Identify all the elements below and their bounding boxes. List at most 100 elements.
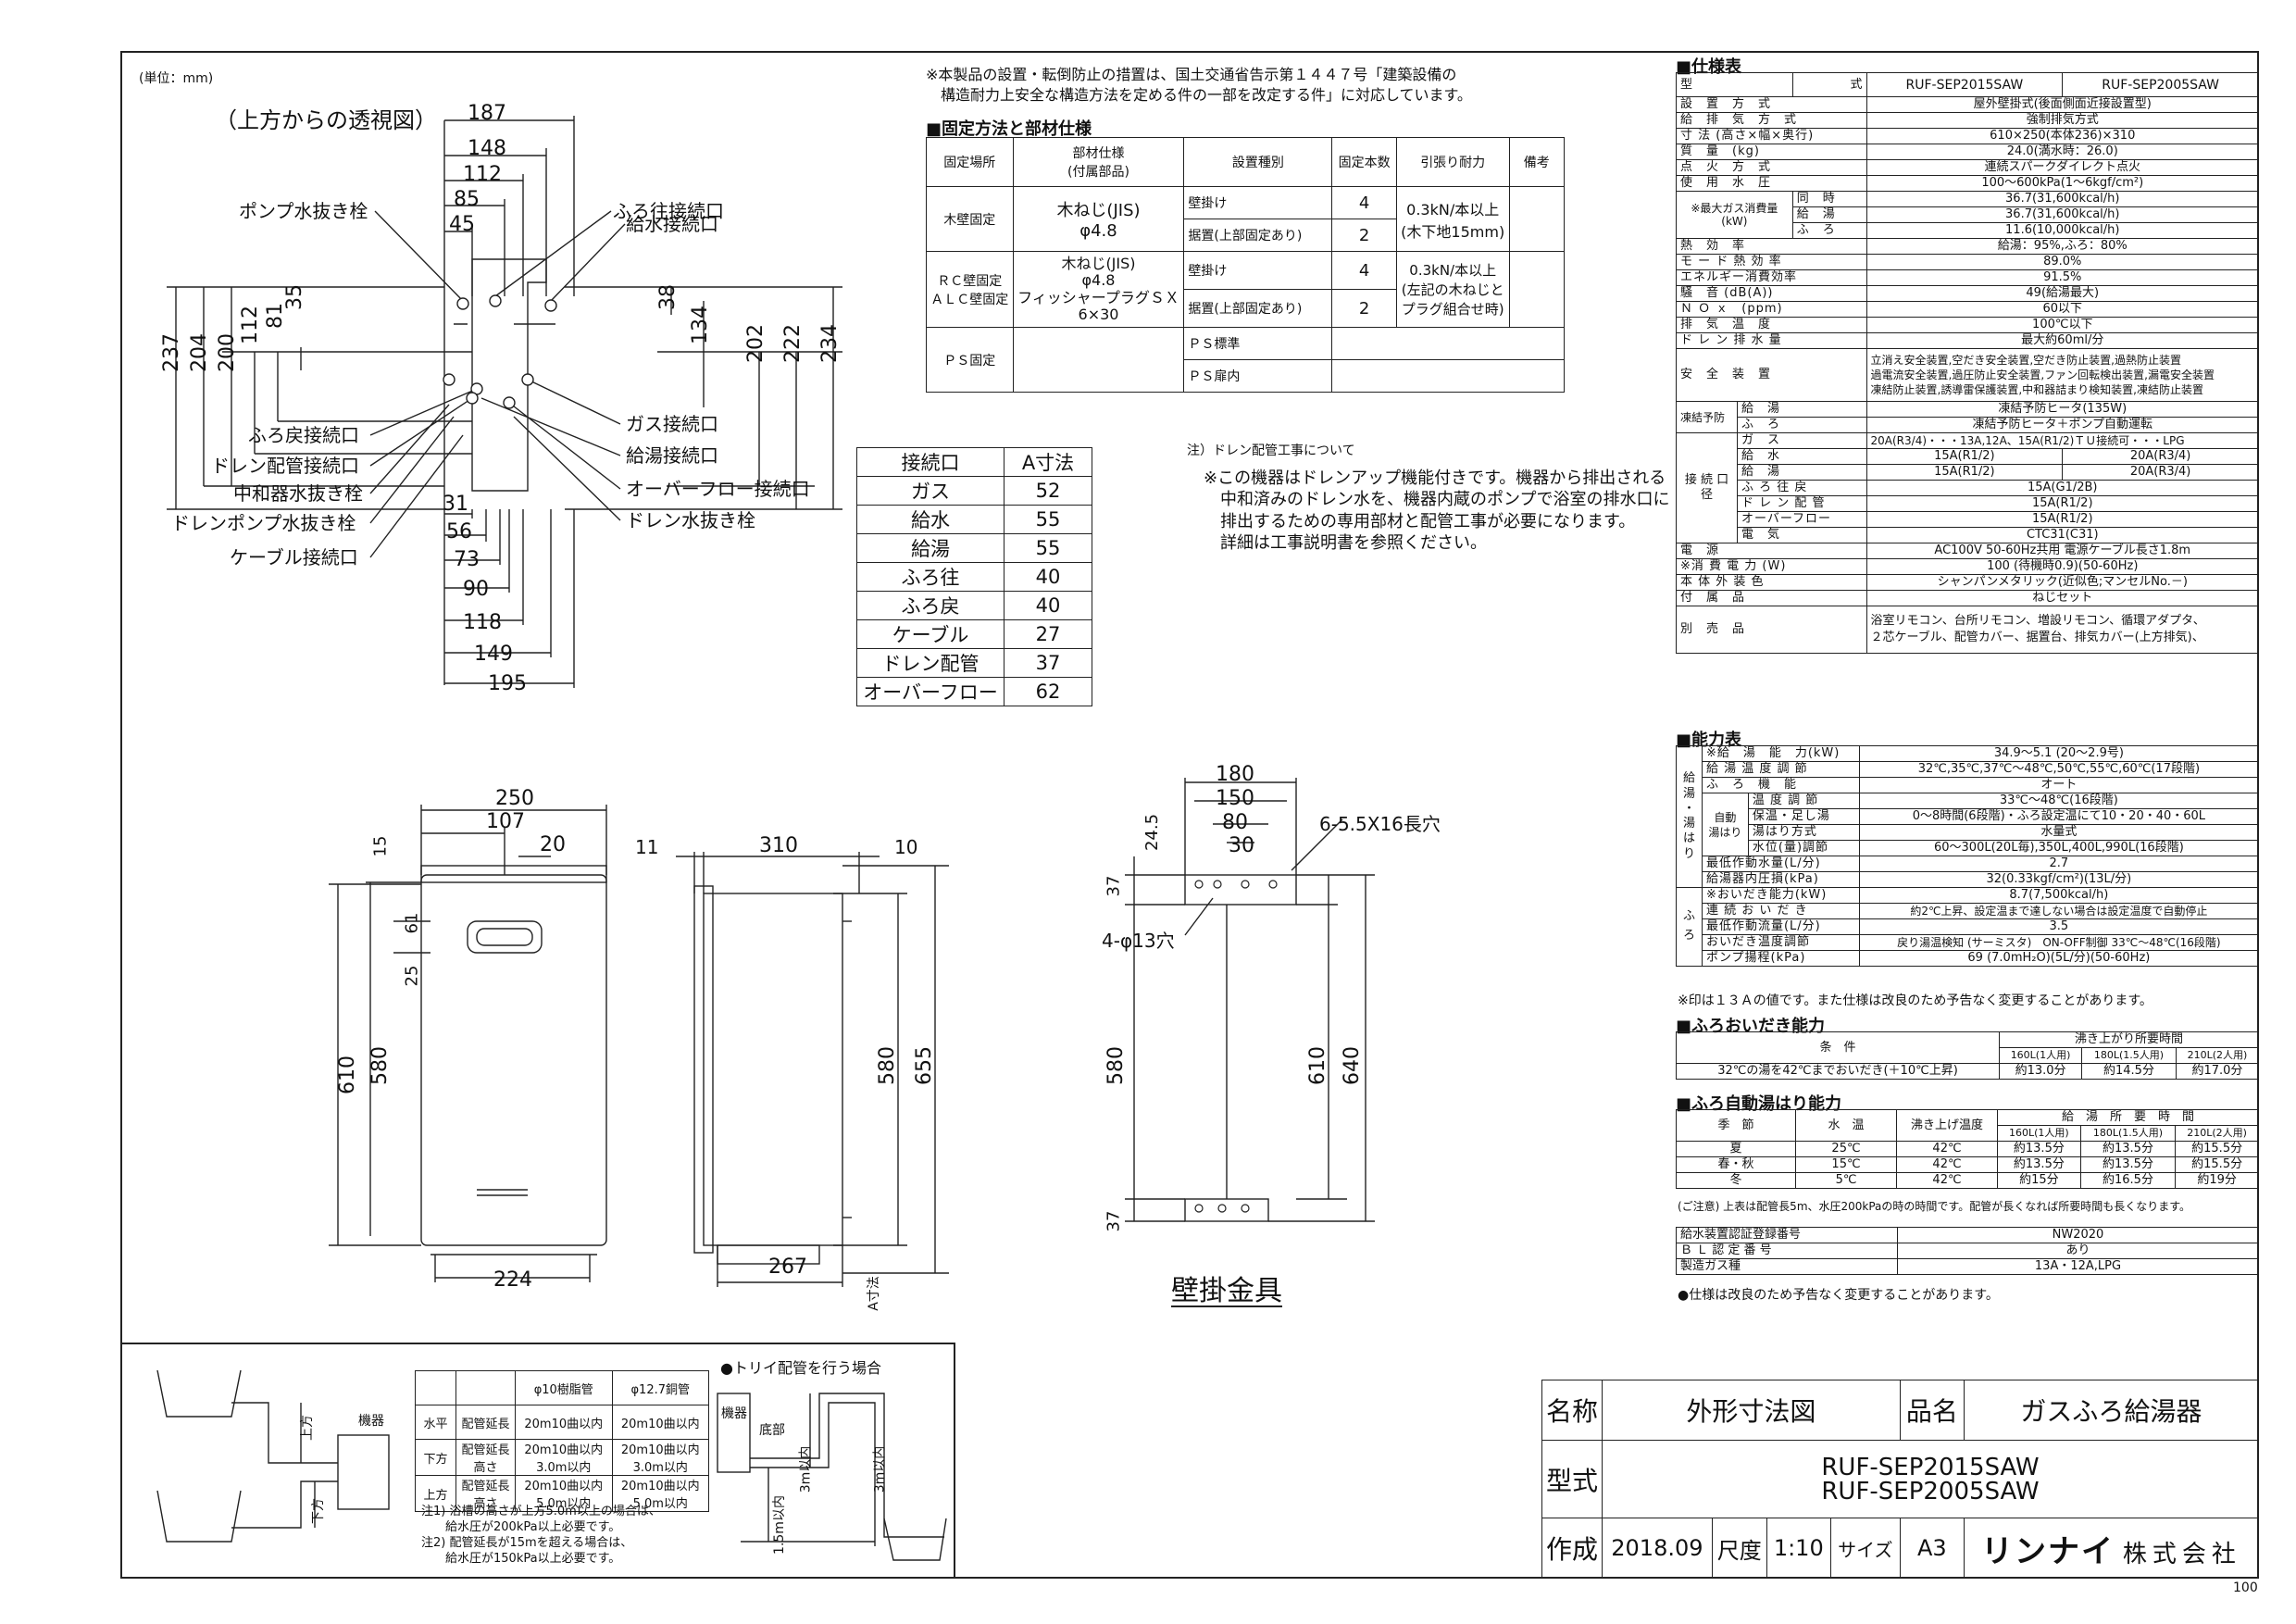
autofill-cell: 42℃ (1896, 1156, 1998, 1173)
a-h-port: 接続口 (856, 447, 1004, 477)
autofill-cell: 25℃ (1795, 1141, 1897, 1157)
fix-ps-blank2 (1331, 359, 1565, 393)
spec-label: モ ー ド 熱 効 率 (1676, 254, 1867, 270)
ability-value: 3.5 (1858, 918, 2260, 935)
dim-side-a: A寸法 (866, 1276, 881, 1311)
dim-left-204: 204 (188, 333, 211, 372)
autofill-cell: 約19分 (2175, 1172, 2259, 1189)
spec-value: 36.7(31,600kcal/h) (1866, 206, 2260, 223)
spec-label: ド レ ン 排 水 量 (1676, 332, 1867, 349)
spec-label: 質 量 (kg) (1676, 144, 1867, 160)
reheat-sub: 160L(1人用) (1998, 1047, 2083, 1064)
spec-label: 設 置 方 式 (1676, 96, 1867, 113)
dim-bracket-37-bottom: 37 (1104, 1210, 1124, 1232)
a-port: ふろ戻 (856, 591, 1004, 620)
label-drain-plug: ドレン水抜き栓 (626, 509, 755, 531)
title-model-label: 型式 (1541, 1440, 1603, 1518)
cert-value: あり (1897, 1243, 2259, 1259)
a-value: 40 (1004, 591, 1092, 620)
bp-h1 (455, 1370, 516, 1405)
dim-top-45: 45 (449, 213, 475, 236)
bp-cell: 20m10曲以内 5.0m以内 (515, 1475, 613, 1512)
drain-note-body: ※この機器はドレンアップ機能付きです。機器から排出される 中和済みのドレン水を、… (1204, 468, 1670, 554)
a-port: オーバーフロー (856, 677, 1004, 706)
label-hot-water: 給湯接続口 (626, 444, 718, 467)
bp-cell: 水平 (415, 1405, 456, 1440)
title-scale: 1:10 (1766, 1518, 1831, 1579)
autofill-cell: 約13.5分 (1997, 1141, 2081, 1157)
fix-rc-count1: 4 (1331, 251, 1397, 290)
ability-value: 戻り湯温検知 (サーミスタ) ON-OFF制御 33℃〜48℃(16段階) (1858, 934, 2260, 951)
autofill-cell: 夏 (1676, 1141, 1796, 1157)
spec-label: Ｎ Ｏ ｘ (ppm) (1676, 301, 1867, 318)
spec-gas-label: ※最大ガス消費量 (kW) (1676, 191, 1793, 239)
trap-label-bottom: 底部 (759, 1423, 785, 1438)
cert-value: 13A・12A,LPG (1897, 1258, 2259, 1275)
label-pump-drain: ポンプ水抜き栓 (239, 200, 368, 222)
dim-right-202: 202 (744, 324, 767, 363)
dim-bottom-118: 118 (463, 611, 502, 634)
ability-value: 水量式 (1858, 824, 2260, 841)
spec-value: 最大約60ml/分 (1866, 332, 2260, 349)
title-model-1: RUF-SEP2015SAW (1821, 1453, 2040, 1481)
bp-cell: 上方 (415, 1475, 456, 1512)
spec-label: 給 湯 (1736, 464, 1867, 481)
dim-left-237: 237 (160, 333, 183, 372)
spec-value: 89.0% (1866, 254, 2260, 270)
ability-value: オート (1858, 777, 2260, 793)
fix-h-type: 設置種別 (1183, 137, 1333, 187)
ability-label: 給湯器内圧損(kPa) (1701, 871, 1860, 888)
bp-cell: 下方 (415, 1439, 456, 1476)
dim-bottom-31: 31 (443, 493, 468, 516)
dim-right-38: 38 (656, 284, 680, 310)
spec-label: 点 火 方 式 (1676, 159, 1867, 176)
ability-note: ※印は１３Ａの値です。また仕様は改良のため予告なく変更することがあります。 (1678, 993, 2152, 1008)
fix-rc-note (1508, 251, 1566, 328)
autofill-sub: 210L(2人用) (2175, 1125, 2259, 1142)
fix-wood-type2: 据置(上部固定あり) (1183, 219, 1333, 252)
fix-rc-type1: 壁掛け (1183, 251, 1333, 290)
spec-label: 給 湯 (1736, 401, 1867, 418)
ability-title: ■能力表 (1676, 731, 1742, 750)
spec-value: 凍結予防ヒータ＋ポンプ自動運転 (1866, 417, 2260, 433)
autofill-cell: 約15.5分 (2175, 1156, 2259, 1173)
dim-front-25: 25 (402, 965, 422, 987)
label-overflow: オーバーフロー接続口 (626, 478, 810, 500)
fix-wood-strength: 0.3kN/本以上 (木下地15mm) (1395, 186, 1510, 252)
spec-value: 屋外壁掛式(後面側面近接設置型) (1866, 96, 2260, 113)
trap-title: ●トリイ配管を行う場合 (720, 1359, 881, 1377)
label-bath-return: ふろ戻接続口 (248, 424, 359, 446)
cert-label: 給水装置認証登録番号 (1676, 1227, 1898, 1243)
spec-h-model2: RUF-SEP2005SAW (2062, 72, 2259, 97)
fix-h-strength: 引張り耐力 (1395, 137, 1510, 187)
trap-label-3m-a: 3m以内 (798, 1445, 814, 1493)
fix-h-note: 備考 (1508, 137, 1566, 187)
title-model-2: RUF-SEP2005SAW (1821, 1477, 2040, 1505)
bracket-view-drawing (1125, 778, 1375, 1222)
dim-bottom-73: 73 (454, 548, 480, 571)
bath-pipe-diagram (156, 1369, 390, 1543)
page-number: 100 (2233, 1580, 2258, 1595)
ability-label: ※おいだき能力(kW) (1701, 887, 1860, 904)
a-port: ケーブル (856, 619, 1004, 649)
dim-side-580: 580 (876, 1046, 899, 1085)
side-view-drawing (676, 852, 949, 1287)
dim-top-148: 148 (468, 137, 506, 160)
spec-value: 60以下 (1866, 301, 2260, 318)
ability-label: 水位(量)調節 (1747, 840, 1860, 856)
a-port: 給湯 (856, 533, 1004, 563)
fix-ps-place: ＰＳ固定 (926, 327, 1014, 393)
spec-label: エネルギー消費効率 (1676, 269, 1867, 286)
spec-value: AC100V 50-60Hz共用 電源ケーブル長さ1.8m (1866, 543, 2260, 559)
a-value: 37 (1004, 648, 1092, 678)
dim-left-35: 35 (283, 284, 306, 310)
ability-label: ポンプ揚程(kPa) (1701, 950, 1860, 967)
spec-value: 610×250(本体236)×310 (1866, 128, 2260, 144)
autofill-cell: 約15.5分 (2175, 1141, 2259, 1157)
